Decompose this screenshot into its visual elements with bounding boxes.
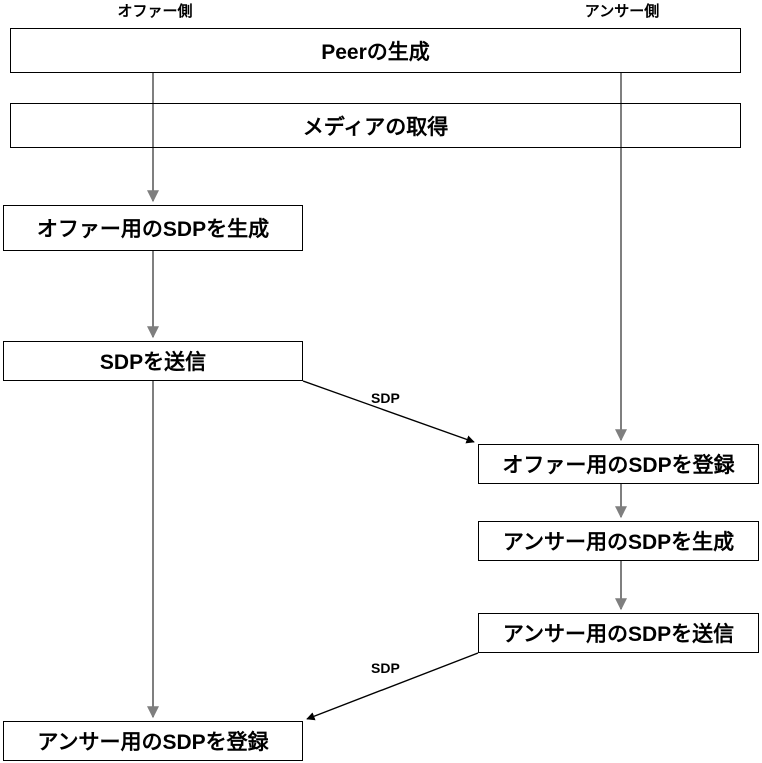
node-answer-sdp-create[interactable]: アンサー用のSDPを生成 bbox=[478, 521, 759, 561]
node-answer-sdp-register[interactable]: アンサー用のSDPを登録 bbox=[3, 721, 303, 761]
node-media-get-label: メディアの取得 bbox=[302, 115, 449, 139]
node-answer-sdp-create-label: アンサー用のSDPを生成 bbox=[502, 531, 735, 554]
lane-label-answer: アンサー側 bbox=[584, 3, 660, 20]
node-peer-create-label: Peerの生成 bbox=[321, 40, 430, 64]
node-sdp-send[interactable]: SDPを送信 bbox=[3, 341, 303, 381]
node-answer-sdp-send-label: アンサー用のSDPを送信 bbox=[502, 623, 735, 646]
node-answer-sdp-send[interactable]: アンサー用のSDPを送信 bbox=[478, 613, 759, 653]
node-answer-sdp-register-label: アンサー用のSDPを登録 bbox=[37, 731, 269, 754]
node-offer-sdp-create-label: オファー用のSDPを生成 bbox=[36, 218, 270, 241]
lane-label-offer: オファー側 bbox=[117, 3, 193, 20]
edge-label-sdp-offer: SDP bbox=[371, 390, 400, 406]
node-offer-sdp-create[interactable]: オファー用のSDPを生成 bbox=[3, 205, 303, 251]
node-offer-sdp-register-label: オファー用のSDPを登録 bbox=[502, 454, 735, 477]
node-media-get[interactable]: メディアの取得 bbox=[10, 103, 741, 148]
node-peer-create[interactable]: Peerの生成 bbox=[10, 28, 741, 73]
node-offer-sdp-register[interactable]: オファー用のSDPを登録 bbox=[478, 444, 759, 484]
node-sdp-send-label: SDPを送信 bbox=[99, 351, 207, 374]
edge-label-sdp-answer: SDP bbox=[371, 660, 400, 676]
